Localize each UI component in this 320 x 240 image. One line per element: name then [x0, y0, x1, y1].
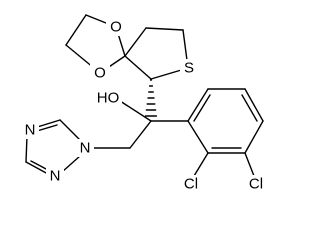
- bond-aryl-c4-c5: [244, 88, 264, 122]
- atom-n-triazole-2: N: [50, 168, 61, 185]
- bond-aryl-c6-c1-double: [193, 94, 211, 122]
- atom-labels: O O S HO N N N Cl Cl: [21, 18, 267, 193]
- hashed-wedge-c6-carbinol: [144, 79, 158, 117]
- bond-c3-n2: [25, 161, 49, 175]
- bond-aryl-cl-ortho: [193, 152, 209, 177]
- bond-c5-n4-double: [36, 124, 58, 132]
- bond-c3-n2-double: [30, 160, 49, 171]
- bond-aryl-c3-c4: [244, 120, 264, 154]
- bond-lines: [25, 14, 264, 177]
- bond-c6-spiro: [124, 55, 152, 80]
- atom-hydroxyl: HO: [97, 90, 120, 107]
- bond-carbinol-ho: [116, 98, 152, 122]
- bond-n4-c3: [25, 135, 28, 163]
- bond-ch2-ch2-thiolane: [145, 27, 184, 31]
- bond-aryl-cl-para: [244, 152, 255, 177]
- atom-cl-para: Cl: [249, 176, 263, 193]
- bond-n2-n1: [61, 155, 81, 173]
- bond-aryl-c1-c2: [187, 120, 209, 154]
- bond-carbinol-ch2: [129, 120, 152, 149]
- atom-cl-ortho: Cl: [184, 176, 198, 193]
- bond-ch2-ch2: [65, 14, 87, 46]
- atom-o-dioxolane-upper: O: [110, 19, 122, 36]
- bond-spiro-ch2: [124, 27, 147, 57]
- bond-aryl-c6-c1: [187, 88, 209, 122]
- chemical-structure-diagram: O O S HO N N N Cl Cl: [21, 14, 267, 193]
- atom-s-thiolane: S: [184, 60, 194, 77]
- atom-n-triazole-1: N: [80, 140, 91, 157]
- atom-o-dioxolane-lower: O: [94, 65, 106, 82]
- bond-aryl-c4-c5-double: [241, 94, 258, 122]
- bond-n1-c5: [59, 119, 81, 141]
- atom-n-triazole-4: N: [25, 122, 36, 139]
